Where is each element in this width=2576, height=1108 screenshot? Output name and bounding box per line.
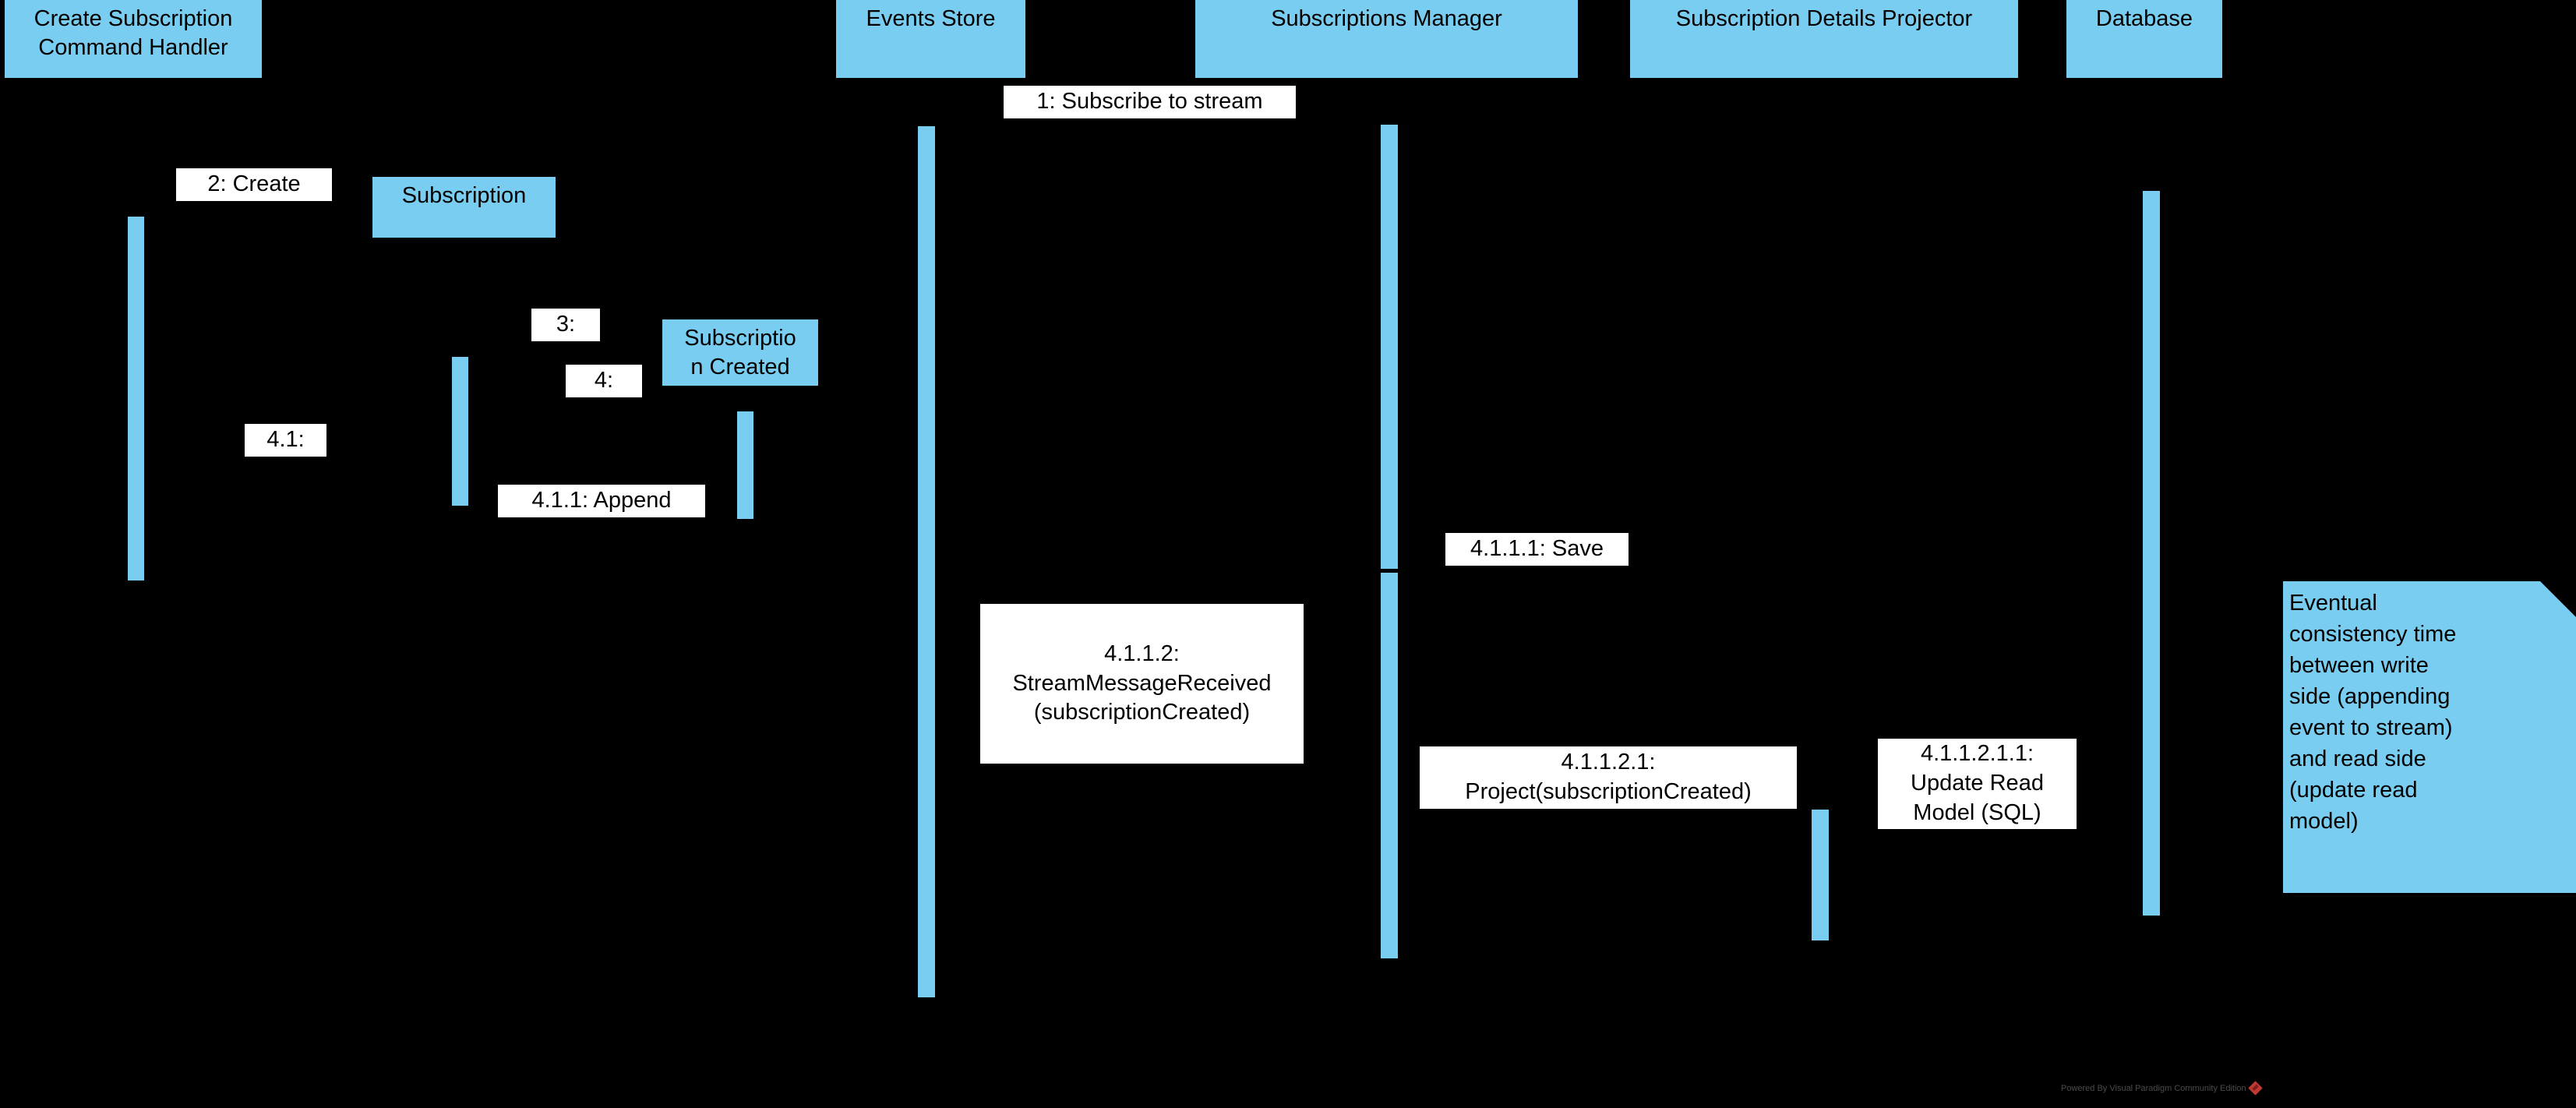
object-box-subscription[interactable]: Subscription	[372, 177, 556, 238]
watermark-text: Powered By Visual Paradigm Community Edi…	[2061, 1083, 2246, 1093]
activation-bar-subscription-details-projector[interactable]	[1812, 810, 1829, 940]
lifeline-header-subscriptions-manager[interactable]: Subscriptions Manager	[1195, 0, 1578, 78]
activation-bar-subscriptions-manager-upper[interactable]	[1381, 125, 1398, 569]
message-label-4-1-1-1-save[interactable]: 4.1.1.1: Save	[1445, 533, 1629, 566]
object-box-subscription-created[interactable]: Subscriptio n Created	[662, 319, 818, 386]
activation-bar-command-handler[interactable]	[128, 217, 144, 580]
lifeline-header-subscription-details-projector[interactable]: Subscription Details Projector	[1630, 0, 2018, 78]
lifeline-header-database[interactable]: Database	[2066, 0, 2222, 78]
message-label-4-1-1-2-1-1-update-read-model[interactable]: 4.1.1.2.1.1: Update Read Model (SQL)	[1878, 739, 2077, 829]
message-label-4-1-1-append[interactable]: 4.1.1: Append	[498, 485, 705, 517]
lifeline-header-create-subscription-command-handler[interactable]: Create Subscription Command Handler	[5, 0, 262, 78]
message-label-4-1-1-2-stream-message-received[interactable]: 4.1.1.2: StreamMessageReceived (subscrip…	[980, 604, 1304, 764]
lifeline-header-events-store[interactable]: Events Store	[836, 0, 1025, 78]
note-eventual-consistency[interactable]: Eventual consistency time between write …	[2283, 581, 2576, 893]
message-label-4-1-1-2-1-project[interactable]: 4.1.1.2.1: Project(subscriptionCreated)	[1420, 746, 1797, 809]
activation-bar-subscription-object[interactable]	[452, 357, 468, 506]
message-label-4[interactable]: 4:	[566, 365, 642, 397]
message-label-1-subscribe-to-stream[interactable]: 1: Subscribe to stream	[1004, 86, 1296, 118]
visual-paradigm-logo-icon	[2247, 1081, 2263, 1096]
message-label-3[interactable]: 3:	[531, 309, 600, 341]
watermark: Powered By Visual Paradigm Community Edi…	[2061, 1081, 2263, 1096]
activation-bar-subscription-created-event[interactable]	[737, 411, 753, 519]
activation-bar-events-store[interactable]	[918, 126, 935, 997]
message-label-4-1[interactable]: 4.1:	[245, 424, 326, 457]
activation-bar-subscriptions-manager-lower[interactable]	[1381, 573, 1398, 958]
message-label-2-create[interactable]: 2: Create	[176, 168, 332, 201]
activation-bar-database[interactable]	[2143, 191, 2160, 916]
